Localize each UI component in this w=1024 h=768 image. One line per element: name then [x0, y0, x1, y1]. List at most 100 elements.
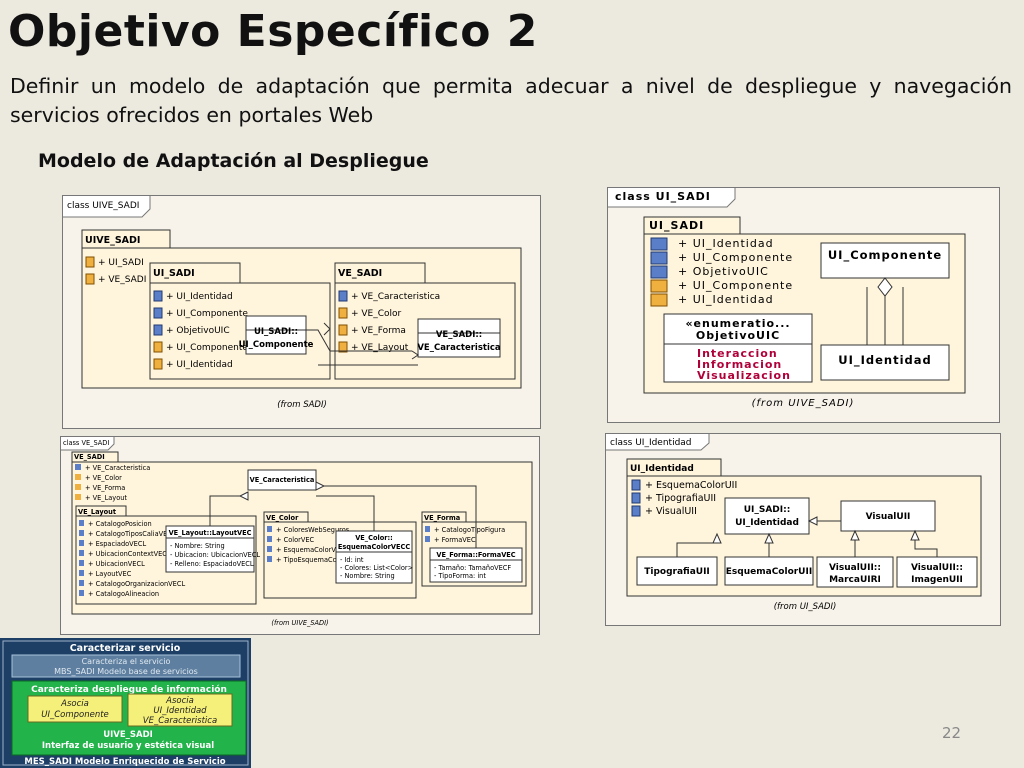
svg-text:(from SADI): (from SADI) — [277, 400, 327, 410]
svg-text:+ VE_Caracteristica: + VE_Caracteristica — [351, 292, 440, 302]
svg-text:+ UbicacionContextVECL: + UbicacionContextVECL — [88, 550, 171, 558]
svg-text:+ VE_Forma: + VE_Forma — [351, 326, 406, 336]
page-number: 22 — [942, 724, 962, 742]
svg-text:UI_SADI: UI_SADI — [649, 219, 704, 232]
diagram-uive-sadi: class UIVE_SADI UIVE_SADI + UI_SADI + VE… — [62, 195, 541, 429]
svg-text:VE_Layout: VE_Layout — [78, 508, 116, 516]
svg-text:VE_Forma: VE_Forma — [424, 514, 460, 522]
svg-text:- Relleno: EspaciadoVECL: - Relleno: EspaciadoVECL — [170, 560, 254, 568]
svg-text:EsquemaColorUII: EsquemaColorUII — [726, 567, 812, 577]
svg-text:+ VE_Forma: + VE_Forma — [85, 484, 125, 492]
svg-text:+ ObjetivoUIC: + ObjetivoUIC — [166, 326, 230, 336]
svg-text:MarcaUIRI: MarcaUIRI — [829, 575, 881, 585]
svg-text:+ ObjetivoUIC: + ObjetivoUIC — [678, 265, 769, 278]
pkg-name: UIVE_SADI — [85, 235, 140, 246]
svg-text:EsquemaColorVECC: EsquemaColorVECC — [338, 543, 410, 551]
frame-label: class UIVE_SADI — [67, 201, 139, 211]
svg-text:+ UI_Componente: + UI_Componente — [678, 251, 793, 264]
objective-paragraph: Definir un modelo de adaptación que perm… — [10, 74, 1012, 127]
svg-text:«enumeratio...: «enumeratio... — [685, 317, 790, 330]
svg-text:VE_Caracteristica: VE_Caracteristica — [250, 476, 315, 484]
svg-text:+ UI_Componente: + UI_Componente — [166, 309, 248, 319]
svg-text:- Tamaño: TamañoVECF: - Tamaño: TamañoVECF — [434, 564, 511, 572]
svg-text:+ FormaVEC: + FormaVEC — [434, 536, 476, 544]
svg-text:Interfaz de usuario y estética: Interfaz de usuario y estética visual — [42, 740, 214, 751]
svg-text:+ CatalogoTiposCaliaVECL: + CatalogoTiposCaliaVECL — [88, 530, 176, 538]
svg-text:+ ColorVEC: + ColorVEC — [276, 536, 315, 544]
svg-text:+ EsquemaColorVECC: + EsquemaColorVECC — [276, 546, 350, 554]
svg-text:+ UI_Componente: + UI_Componente — [166, 343, 248, 353]
svg-text:- TipoForma: int: - TipoForma: int — [434, 572, 486, 580]
svg-text:+ UI_Identidad: + UI_Identidad — [166, 360, 233, 370]
slide-title: Objetivo Específico 2 — [8, 6, 538, 57]
svg-text:Caracterizar servicio: Caracterizar servicio — [70, 643, 181, 654]
svg-text:UI_Componente: UI_Componente — [41, 710, 109, 720]
svg-text:(from UIVE_SADI): (from UIVE_SADI) — [271, 619, 328, 627]
svg-text:+ UI_Identidad: + UI_Identidad — [166, 292, 233, 302]
svg-text:UI_Identidad: UI_Identidad — [630, 464, 694, 474]
svg-text:+ CatalogoPosicion: + CatalogoPosicion — [88, 520, 152, 528]
svg-text:+ UI_Identidad: + UI_Identidad — [678, 237, 774, 250]
svg-text:UI_Identidad: UI_Identidad — [838, 353, 932, 368]
svg-text:+ EsquemaColorUII: + EsquemaColorUII — [645, 480, 737, 491]
svg-text:+ TipografiaUII: + TipografiaUII — [645, 493, 716, 504]
svg-text:MES_SADI Modelo Enriquecido de: MES_SADI Modelo Enriquecido de Servicio — [24, 757, 225, 767]
svg-text:VE_Color: VE_Color — [266, 514, 299, 522]
svg-text:UI_Componente: UI_Componente — [828, 248, 942, 263]
svg-text:class UI_Identidad: class UI_Identidad — [610, 438, 692, 448]
svg-text:+ VE_SADI: + VE_SADI — [98, 275, 146, 285]
svg-text:Caracteriza despliegue de info: Caracteriza despliegue de información — [31, 684, 227, 695]
svg-text:- Nombre: String: - Nombre: String — [170, 542, 225, 550]
svg-text:ImagenUII: ImagenUII — [911, 575, 963, 585]
svg-text:VE_Color::: VE_Color:: — [355, 534, 393, 542]
svg-text:+ CatalogoTipoFigura: + CatalogoTipoFigura — [434, 526, 505, 534]
svg-text:VE_SADI: VE_SADI — [74, 453, 105, 461]
svg-text:VE_Caracteristica: VE_Caracteristica — [143, 716, 217, 726]
svg-text:+ CatalogoOrganizacionVECL: + CatalogoOrganizacionVECL — [88, 580, 185, 588]
svg-text:class VE_SADI: class VE_SADI — [63, 439, 109, 447]
svg-text:(from UI_SADI): (from UI_SADI) — [774, 602, 837, 612]
svg-text:+ VE_Color: + VE_Color — [351, 309, 402, 319]
svg-text:+ VE_Caracteristica: + VE_Caracteristica — [85, 464, 150, 472]
svg-text:Caracteriza el servicio: Caracteriza el servicio — [82, 657, 171, 666]
svg-text:+ UI_Identidad: + UI_Identidad — [678, 293, 774, 306]
svg-text:+ CatalogoAlineacion: + CatalogoAlineacion — [88, 590, 159, 598]
svg-text:class UI_SADI: class UI_SADI — [615, 190, 711, 203]
svg-text:UI_Componente: UI_Componente — [239, 340, 314, 350]
svg-text:- Colores: List<Color>: - Colores: List<Color> — [340, 564, 413, 572]
diagram-ui-sadi: class UI_SADI UI_SADI + UI_Identidad + U… — [607, 187, 1000, 423]
svg-text:+ LayoutVEC: + LayoutVEC — [88, 570, 132, 578]
svg-text:UIVE_SADI: UIVE_SADI — [103, 730, 153, 740]
svg-text:MBS_SADI Modelo base de servic: MBS_SADI Modelo base de servicios — [54, 667, 198, 676]
svg-text:+ VE_Color: + VE_Color — [85, 474, 122, 482]
svg-text:+ TipoEsquemaColor: + TipoEsquemaColor — [276, 556, 345, 564]
svg-text:Interaccion: Interaccion — [697, 347, 778, 360]
svg-text:Informacion: Informacion — [697, 358, 782, 371]
diagram-ui-identidad: class UI_Identidad UI_Identidad + Esquem… — [605, 433, 1001, 626]
svg-text:UI_SADI: UI_SADI — [153, 268, 195, 279]
svg-text:- Nombre: String: - Nombre: String — [340, 572, 395, 580]
svg-text:+ UbicacionVECL: + UbicacionVECL — [88, 560, 145, 568]
svg-text:+ EspaciadoVECL: + EspaciadoVECL — [88, 540, 146, 548]
svg-text:UI_Identidad: UI_Identidad — [153, 706, 207, 716]
svg-text:VisualUII::: VisualUII:: — [829, 563, 881, 573]
svg-text:Visualizacion: Visualizacion — [697, 369, 791, 382]
svg-text:+ UI_Componente: + UI_Componente — [678, 279, 793, 292]
svg-text:Asocia: Asocia — [60, 699, 89, 709]
section-subheading: Modelo de Adaptación al Despliegue — [38, 150, 429, 172]
svg-text:VisualUII: VisualUII — [866, 512, 911, 522]
svg-text:+ ColoresWebSeguros: + ColoresWebSeguros — [276, 526, 350, 534]
diagram-ve-sadi: class VE_SADI VE_SADI + VE_Caracteristic… — [60, 436, 540, 635]
svg-text:+ VisualUII: + VisualUII — [645, 506, 697, 517]
svg-text:UI_Identidad: UI_Identidad — [735, 518, 799, 528]
svg-text:- Id: int: - Id: int — [340, 556, 364, 564]
svg-text:VE_SADI: VE_SADI — [338, 268, 382, 279]
svg-text:VE_Layout::LayoutVEC: VE_Layout::LayoutVEC — [169, 529, 252, 537]
svg-text:VisualUII::: VisualUII:: — [911, 563, 963, 573]
svg-text:+ VE_Layout: + VE_Layout — [351, 343, 409, 353]
svg-text:TipografiaUII: TipografiaUII — [644, 567, 710, 577]
svg-text:UI_SADI::: UI_SADI:: — [744, 505, 791, 515]
svg-text:ObjetivoUIC: ObjetivoUIC — [696, 329, 780, 342]
diagram-mes-sadi: Caracterizar servicio Caracteriza el ser… — [0, 638, 251, 768]
svg-text:- Ubicacion: UbicacionVECL: - Ubicacion: UbicacionVECL — [170, 551, 260, 559]
